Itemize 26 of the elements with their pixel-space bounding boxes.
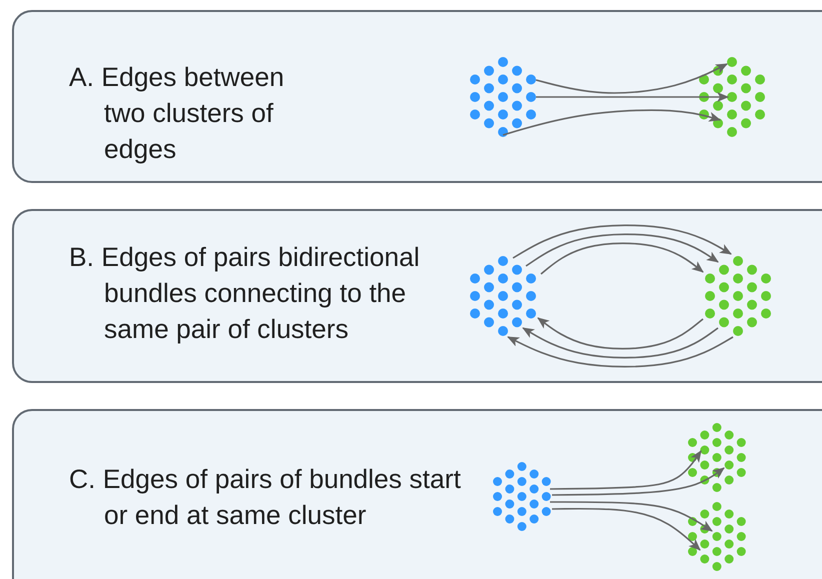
panel-description: C. Edges of pairs of bundles start or end at same cluster: [69, 463, 462, 532]
dot-cluster: [688, 422, 746, 492]
dot-cluster: [493, 462, 551, 530]
panel-card: [12, 209, 822, 383]
dot-cluster: [705, 256, 771, 336]
arrow: [536, 92, 729, 102]
arrow: [537, 317, 704, 350]
arrow: [552, 467, 725, 496]
arrow: [552, 508, 701, 551]
arrow: [526, 234, 719, 267]
arrow: [512, 224, 732, 259]
panel-description: B. Edges of pairs bidirectional bundles connecting to the same pair of clusters: [69, 241, 421, 346]
arrow: [507, 336, 734, 368]
dot-cluster: [699, 57, 765, 137]
dot-cluster: [470, 256, 536, 336]
panel-card: [12, 409, 822, 579]
arrow: [522, 327, 718, 358]
arrow: [540, 242, 704, 275]
dot-cluster: [470, 57, 536, 137]
arrow: [502, 109, 721, 136]
arrow: [536, 63, 728, 94]
arrow: [550, 501, 713, 532]
panel-card: [12, 10, 822, 183]
panel-description: A. Edges between two clusters of edges: [69, 61, 286, 166]
arrow: [550, 450, 702, 490]
dot-cluster: [688, 502, 746, 570]
